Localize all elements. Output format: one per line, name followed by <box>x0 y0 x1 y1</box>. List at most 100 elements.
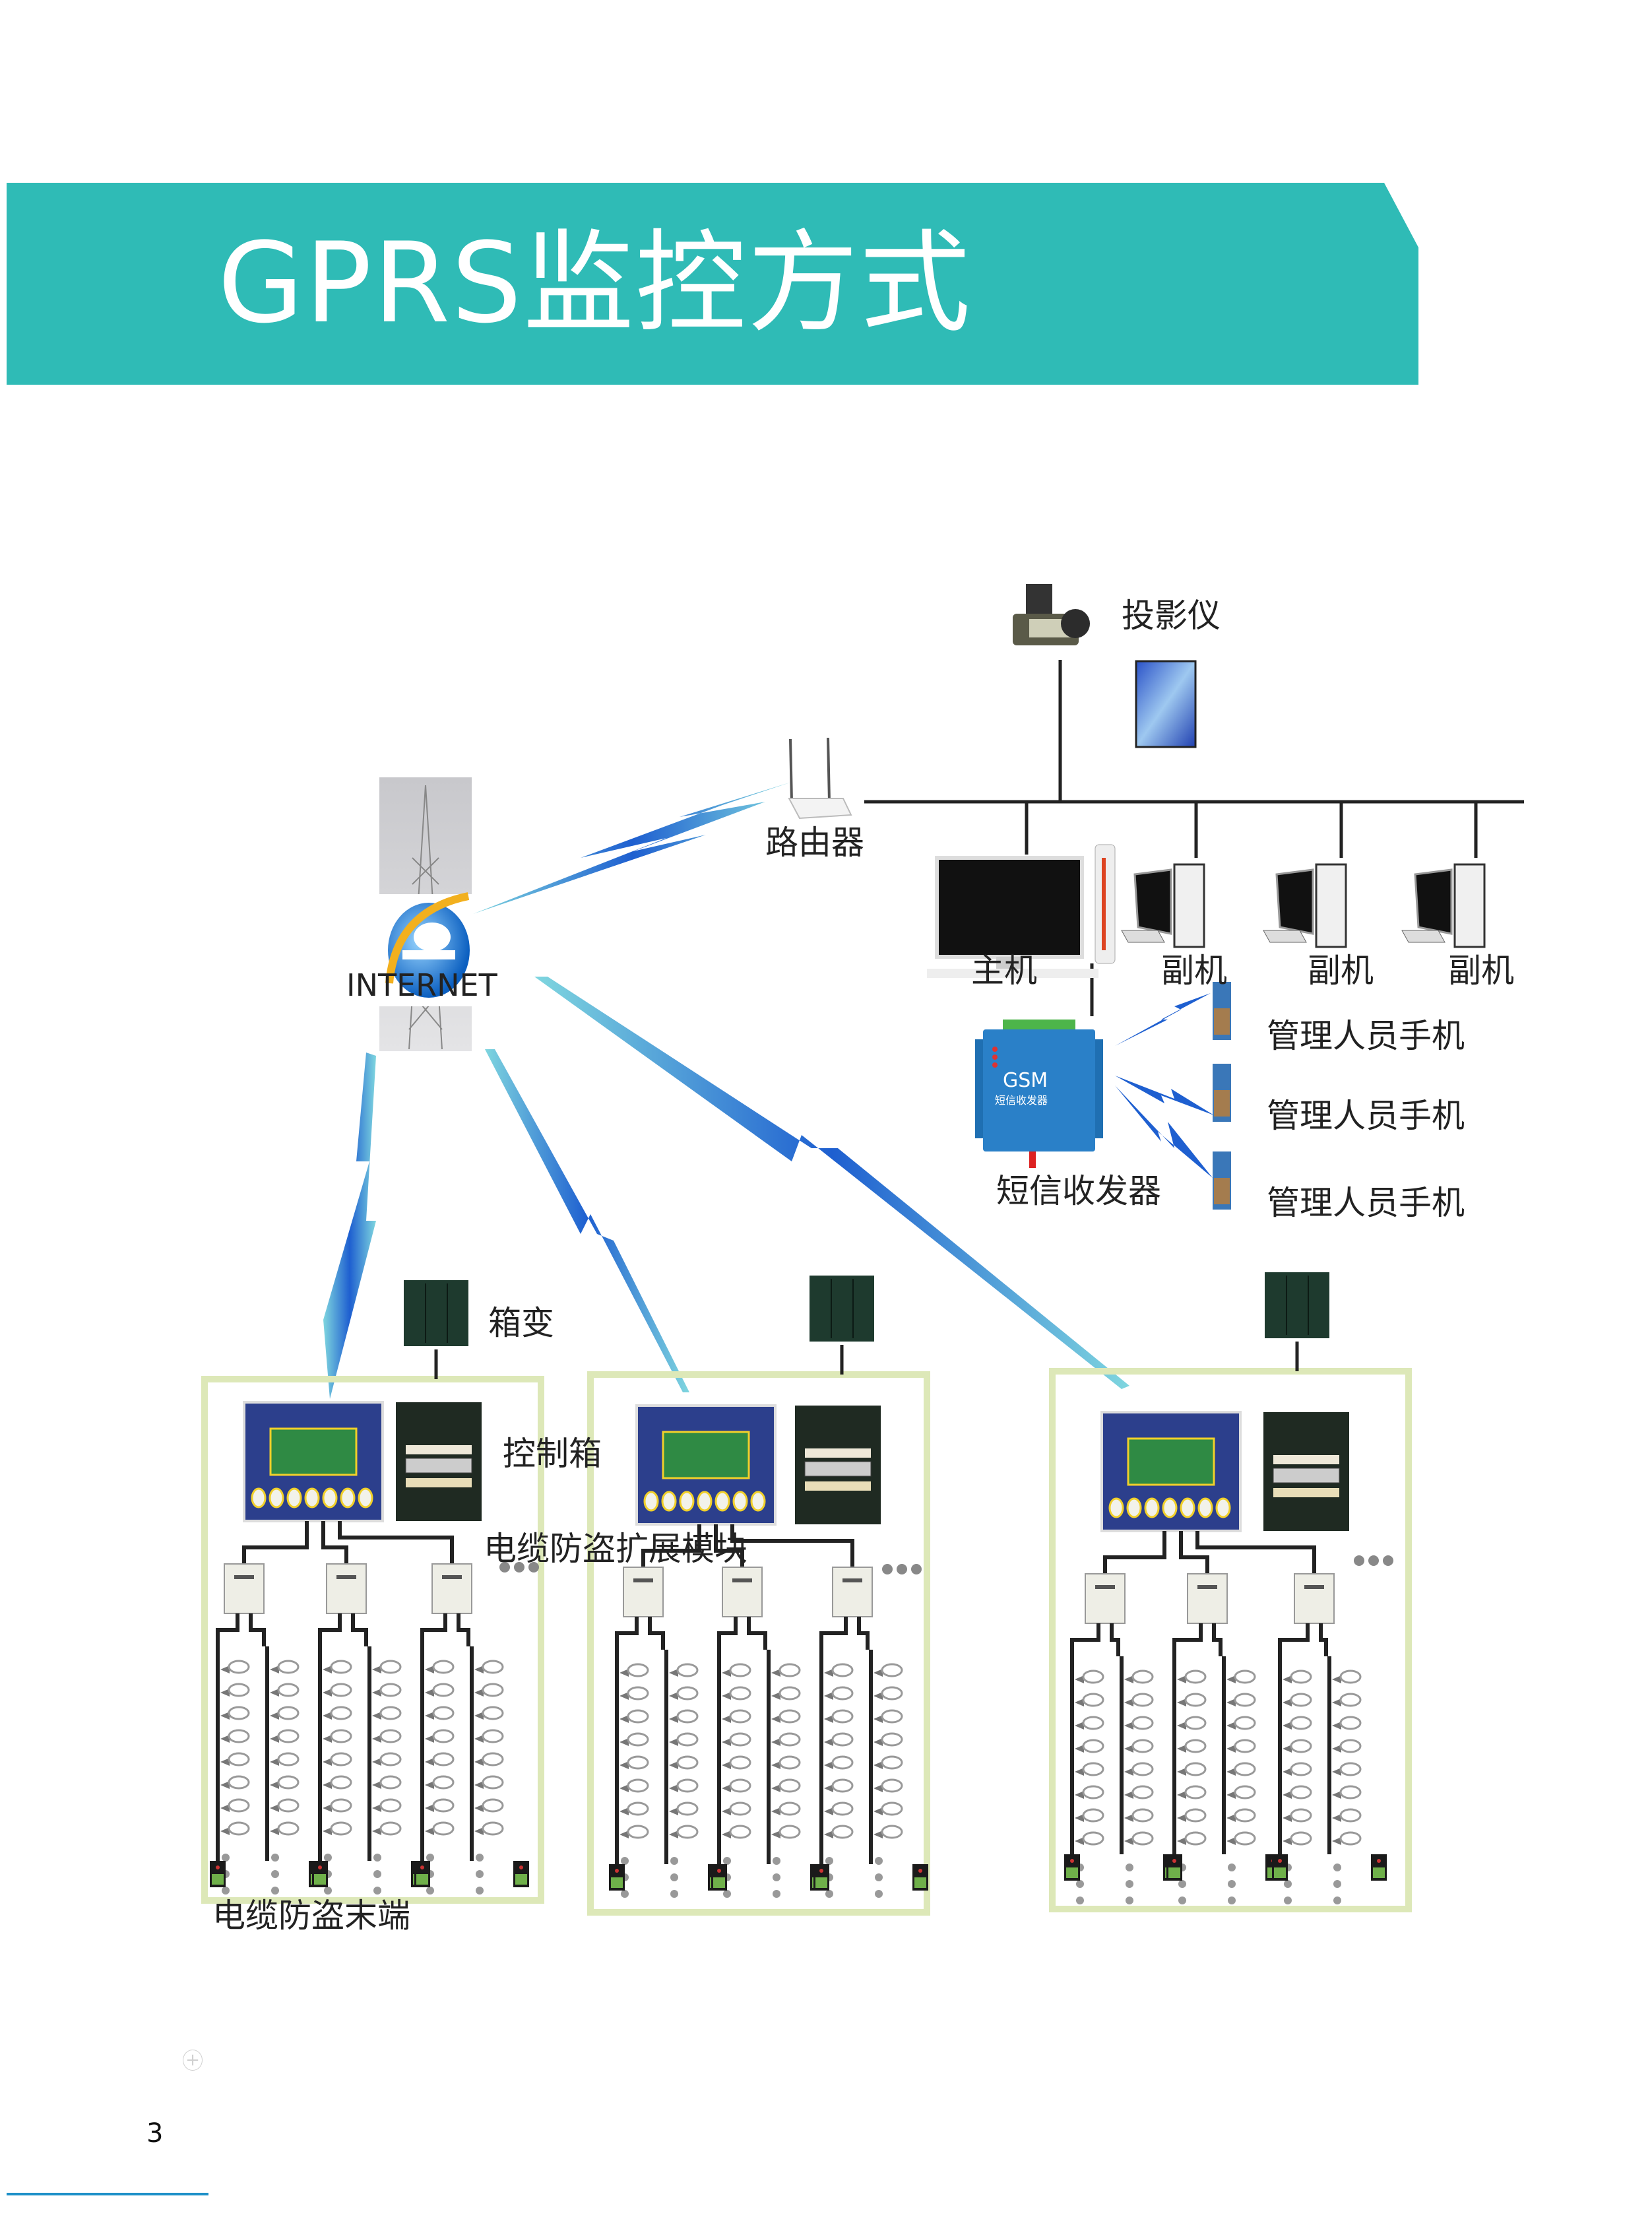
mobile-phone-icon-2 <box>1213 1064 1231 1122</box>
lighting-group-2 <box>587 1276 930 1916</box>
ellipsis-dot <box>1076 1880 1084 1888</box>
street-lamp-icon <box>1226 1785 1256 1799</box>
street-lamp-icon <box>1332 1739 1362 1753</box>
street-lamp-icon <box>1124 1762 1154 1776</box>
controller-panel-icon <box>243 1401 384 1522</box>
control-cabinet-icon <box>1263 1412 1349 1531</box>
expansion-module-icon <box>1294 1573 1335 1624</box>
street-lamp-icon <box>771 1709 801 1724</box>
controller-button <box>358 1487 373 1508</box>
street-lamp-icon <box>874 1709 903 1724</box>
street-lamp-icon <box>1226 1808 1256 1823</box>
group-border <box>1049 1368 1412 1912</box>
ellipsis-dot <box>324 1887 332 1895</box>
street-lamp-icon <box>824 1801 854 1816</box>
expansion-module-icon <box>832 1567 873 1617</box>
control-wire <box>1179 1531 1209 1574</box>
ellipsis-dot <box>773 1873 780 1881</box>
control-wire <box>242 1521 309 1564</box>
ellipsis-dot <box>1126 1864 1133 1871</box>
manager-phone-label-1: 管理人员手机 <box>1267 1017 1465 1055</box>
street-lamp-icon <box>1283 1762 1312 1776</box>
street-lamp-icon <box>722 1709 751 1724</box>
street-lamp-icon <box>474 1752 504 1767</box>
street-lamp-icon <box>425 1729 455 1743</box>
street-lamp-icon <box>1226 1670 1256 1684</box>
ellipsis-dot <box>222 1887 230 1895</box>
cable-line <box>420 1613 447 1861</box>
control-wire <box>730 1524 854 1567</box>
street-lamp-icon <box>722 1686 751 1701</box>
gsm-device-text: GSM <box>1003 1069 1048 1092</box>
terminal-device-icon <box>1064 1854 1080 1881</box>
cable-line <box>216 1613 239 1861</box>
street-lamp-icon <box>425 1660 455 1674</box>
controller-button <box>269 1487 284 1508</box>
expansion-module-icon <box>1187 1573 1228 1624</box>
lighting-group-3 <box>1049 1272 1412 1912</box>
street-lamp-icon <box>220 1660 250 1674</box>
ellipsis-dot <box>723 1857 731 1865</box>
ellipsis-dot <box>1228 1897 1236 1904</box>
controller-button <box>304 1487 320 1508</box>
ellipsis-dot <box>1126 1897 1133 1904</box>
street-lamp-icon <box>1124 1670 1154 1684</box>
ellipsis-dot <box>773 1890 780 1898</box>
ellipsis-dot <box>1284 1880 1292 1888</box>
street-lamp-icon <box>771 1686 801 1701</box>
street-lamp-icon <box>1075 1831 1104 1846</box>
expansion-module-icon <box>1085 1573 1126 1624</box>
ellipsis-dot <box>1284 1897 1292 1904</box>
box-transformer-icon <box>810 1276 874 1342</box>
mobile-phone-icon-1 <box>1213 982 1231 1040</box>
group-border <box>201 1376 544 1904</box>
controller-button <box>1126 1497 1142 1518</box>
control-wire <box>321 1521 348 1564</box>
ellipsis-dot <box>324 1854 332 1862</box>
cell-tower-image <box>379 777 472 1051</box>
street-lamp-icon <box>1075 1716 1104 1730</box>
ellipsis-dot <box>1126 1880 1133 1888</box>
expansion-module-label: 电缆防盗扩展模块 <box>484 1530 747 1568</box>
street-lamp-icon <box>669 1663 699 1677</box>
street-lamp-icon <box>474 1729 504 1743</box>
street-lamp-icon <box>1177 1785 1207 1799</box>
ellipsis-dot <box>1354 1555 1364 1566</box>
street-lamp-icon <box>372 1660 402 1674</box>
client-label-3: 副机 <box>1448 952 1514 990</box>
page-number: 3 <box>146 2118 164 2149</box>
ellipsis-dot <box>426 1854 434 1862</box>
street-lamp-icon <box>824 1755 854 1770</box>
street-lamp-icon <box>1075 1670 1104 1684</box>
street-lamp-icon <box>220 1752 250 1767</box>
desktop-computer-icon-client-1 <box>1121 863 1205 948</box>
street-lamp-icon <box>323 1660 352 1674</box>
controller-button <box>1162 1497 1178 1518</box>
controller-button <box>697 1491 713 1512</box>
internet-label: INTERNET <box>346 967 497 1003</box>
manager-phone-label-2: 管理人员手机 <box>1267 1097 1465 1135</box>
street-lamp-icon <box>1283 1808 1312 1823</box>
lan-lines <box>864 660 1524 1016</box>
terminal-device-icon <box>912 1864 928 1891</box>
controller-button <box>1108 1497 1124 1518</box>
ellipsis-dot <box>499 1562 510 1572</box>
desktop-computer-icon-host <box>927 844 1116 978</box>
controller-button <box>322 1487 338 1508</box>
street-lamp-icon <box>1124 1739 1154 1753</box>
projector-label: 投影仪 <box>1122 597 1221 635</box>
street-lamp-icon <box>824 1825 854 1839</box>
box-transformer-icon <box>404 1280 468 1346</box>
street-lamp-icon <box>1226 1831 1256 1846</box>
terminal-device-icon <box>1371 1854 1387 1881</box>
street-lamp-icon <box>1177 1762 1207 1776</box>
street-lamp-icon <box>874 1732 903 1747</box>
street-lamp-icon <box>474 1683 504 1697</box>
street-lamp-icon <box>1332 1785 1362 1799</box>
substation-label: 箱变 <box>488 1304 554 1342</box>
street-lamp-icon <box>474 1821 504 1836</box>
street-lamp-icon <box>1075 1693 1104 1707</box>
ellipsis-dot <box>825 1890 833 1898</box>
gsm-device-subtext: 短信收发器 <box>995 1094 1048 1107</box>
projector-icon <box>1013 584 1090 645</box>
